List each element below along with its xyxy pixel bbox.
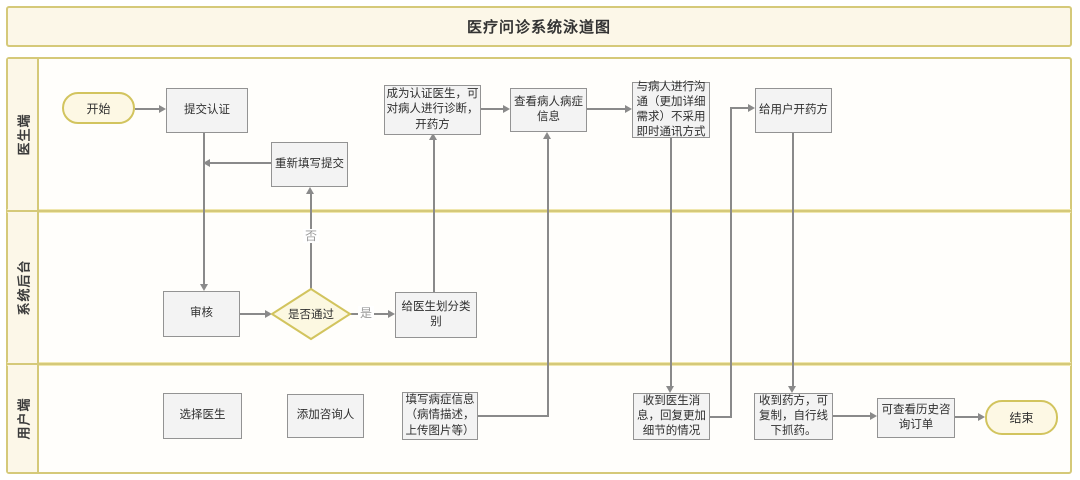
edge-message-to-prescribe-h1 — [710, 416, 732, 418]
arrowhead-fill-to-view — [543, 132, 551, 139]
node-receive-prescription: 收到药方，可复制，自行线下抓药。 — [754, 393, 833, 440]
edge-refill-to-line — [210, 162, 271, 164]
arrowhead-history-to-end — [978, 413, 985, 421]
node-view-history: 可查看历史咨询订单 — [877, 398, 955, 438]
arrowhead-decision-yes — [388, 310, 395, 318]
node-view-symptoms: 查看病人病症信息 — [510, 88, 587, 132]
node-prescribe: 给用户开药方 — [755, 88, 832, 133]
node-add-consultant: 添加咨询人 — [287, 394, 364, 438]
edge-review-to-decision — [240, 313, 266, 315]
lane-user-label: 用户端 — [16, 397, 32, 440]
decision-diamond-shape — [270, 287, 352, 341]
lane-backend: 系统后台 — [8, 212, 39, 363]
node-become-certified: 成为认证医生，可对病人进行诊断，开药方 — [384, 85, 481, 135]
edge-start-to-submit — [135, 108, 161, 110]
edge-prescribe-to-rx — [792, 133, 794, 386]
arrowhead-communicate-to-message — [666, 386, 674, 393]
arrowhead-message-to-prescribe — [748, 104, 755, 112]
node-classify-doctor: 给医生划分类别 — [395, 292, 477, 338]
node-receive-message: 收到医生消息，回复更加细节的情况 — [633, 393, 710, 440]
node-review: 审核 — [163, 291, 240, 337]
node-pass-decision: 是否通过 — [288, 309, 334, 321]
lane-divider-1 — [7, 210, 1071, 212]
edge-message-to-prescribe-h2 — [730, 107, 748, 109]
arrowhead-view-to-communicate — [625, 105, 632, 113]
arrowhead-classify-to-certified — [429, 133, 437, 140]
diagram-title: 医疗问诊系统泳道图 — [466, 19, 611, 36]
arrowhead-submit-to-review — [200, 284, 208, 291]
node-fill-symptoms: 填写病症信息（病情描述，上传图片等） — [402, 392, 478, 440]
lane-doctor-label: 医生端 — [16, 113, 32, 156]
arrowhead-decision-no — [306, 187, 314, 194]
edge-classify-to-certified — [433, 140, 435, 292]
edge-message-to-prescribe-v — [730, 107, 732, 418]
edge-label-no: 否 — [303, 229, 320, 243]
edge-history-to-end — [955, 416, 979, 418]
edge-fill-to-view-v — [547, 139, 549, 417]
edge-view-to-communicate — [587, 108, 626, 110]
node-start: 开始 — [62, 92, 135, 124]
arrowhead-prescribe-to-rx — [788, 386, 796, 393]
node-end: 结束 — [985, 400, 1058, 435]
arrowhead-review-to-decision — [265, 310, 272, 318]
arrowhead-refill-to-line — [203, 159, 210, 167]
arrowhead-start-to-submit — [159, 105, 166, 113]
arrowhead-rx-to-history — [870, 412, 877, 420]
edge-rx-to-history — [833, 415, 871, 417]
edge-communicate-to-message — [670, 138, 672, 386]
node-refill-submit: 重新填写提交 — [271, 142, 348, 187]
edge-certified-to-view — [481, 108, 504, 110]
lane-user: 用户端 — [8, 365, 39, 472]
diagram-title-bar: 医疗问诊系统泳道图 — [6, 6, 1072, 47]
lane-backend-label: 系统后台 — [16, 259, 32, 316]
node-submit-cert: 提交认证 — [166, 88, 248, 133]
edge-fill-to-view-h — [478, 415, 549, 417]
lane-divider-2 — [7, 363, 1071, 365]
lane-doctor: 医生端 — [8, 59, 39, 210]
arrowhead-certified-to-view — [503, 105, 510, 113]
node-communicate: 与病人进行沟通（更加详细需求）不采用即时通讯方式 — [632, 81, 710, 138]
edge-label-yes: 是 — [358, 306, 375, 320]
edge-submit-to-review — [203, 133, 205, 285]
node-choose-doctor: 选择医生 — [163, 393, 242, 439]
